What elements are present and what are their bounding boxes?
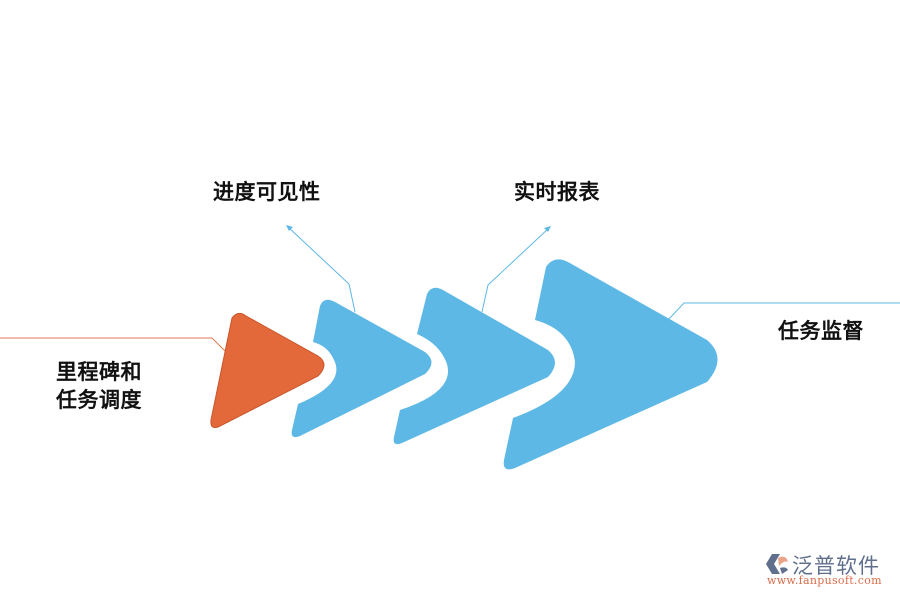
stage-label-milestone: 里程碑和 任务调度 bbox=[56, 358, 142, 414]
connector-line-progress bbox=[287, 226, 356, 313]
connector-line-report bbox=[481, 227, 550, 313]
fanpu-logo-icon bbox=[766, 554, 788, 574]
logo-url: www.fanpusoft.com bbox=[767, 574, 882, 587]
brand-logo: 泛普软件 www.fanpusoft.com bbox=[762, 550, 897, 590]
stage-label-milestone-line2: 任务调度 bbox=[56, 388, 142, 412]
stage-label-supervise: 任务监督 bbox=[778, 319, 864, 343]
arrow-shape-progress bbox=[291, 299, 432, 438]
stage-label-progress: 进度可见性 bbox=[213, 180, 321, 204]
connector-line-supervise bbox=[667, 302, 900, 321]
logo-name: 泛普软件 bbox=[792, 554, 880, 578]
stage-label-report: 实时报表 bbox=[514, 180, 600, 204]
connector-line-milestone bbox=[0, 337, 229, 355]
stage-label-milestone-line1: 里程碑和 bbox=[56, 360, 142, 384]
arrowhead-report-icon bbox=[544, 226, 551, 232]
arrowhead-progress-icon bbox=[286, 225, 293, 231]
arrow-shape-supervise bbox=[503, 259, 718, 470]
arrow-shape-milestone bbox=[210, 312, 325, 428]
arrow-shape-report bbox=[393, 287, 555, 445]
